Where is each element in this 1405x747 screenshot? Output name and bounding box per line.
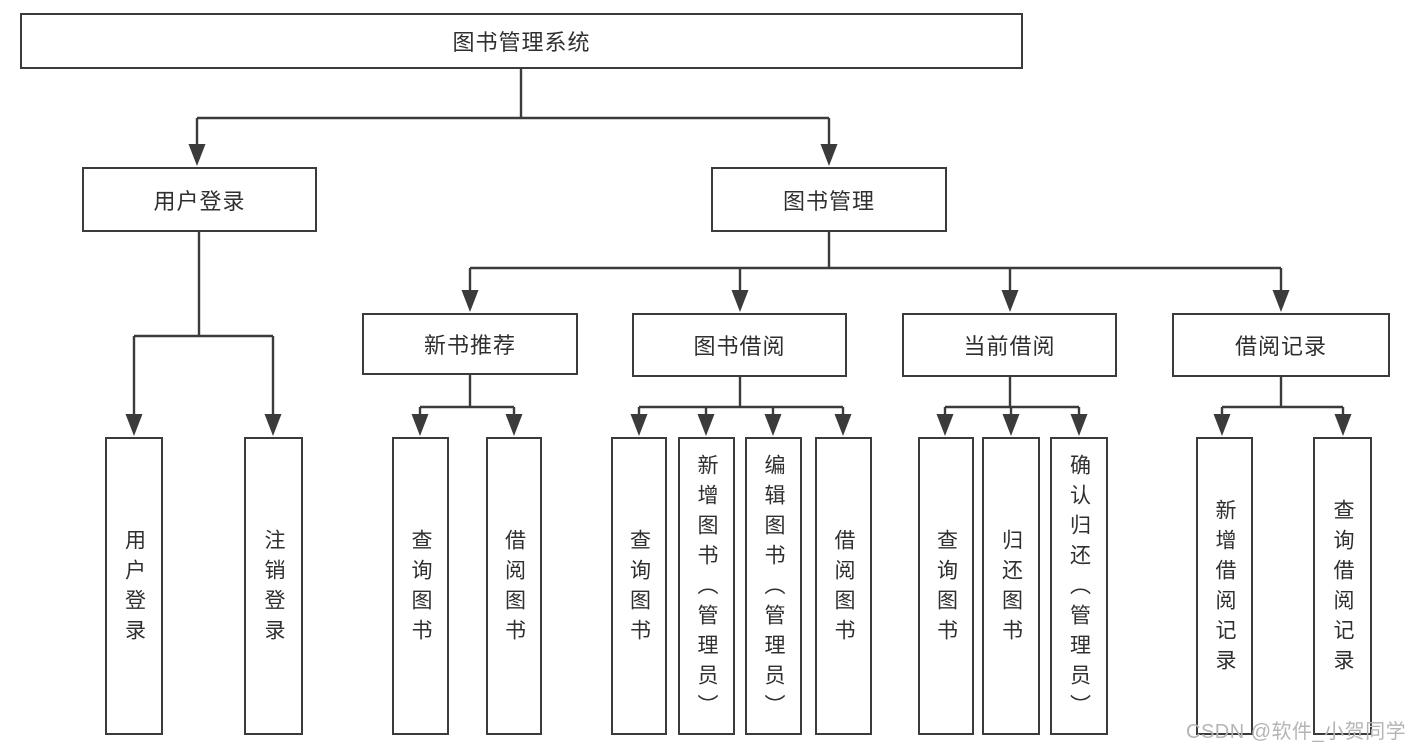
branch-book-management xyxy=(461,232,1290,312)
leaf-newbook-borrow-books: 借阅图书 xyxy=(486,437,542,735)
branch-root xyxy=(188,69,838,166)
leaf-user-login: 用户登录 xyxy=(105,437,163,735)
leaf-logout: 注销登录 xyxy=(244,437,303,735)
node-user-login: 用户登录 xyxy=(82,167,317,232)
leaf-add-borrow-record: 新增借阅记录 xyxy=(1196,437,1253,735)
branch-current-borrow xyxy=(936,377,1088,436)
branch-user-login xyxy=(125,232,282,436)
branch-book-borrow xyxy=(630,377,852,436)
node-borrow-records: 借阅记录 xyxy=(1172,313,1390,377)
leaf-edit-books-admin: 编辑图书（管理员） xyxy=(745,437,802,735)
node-book-management: 图书管理 xyxy=(711,167,947,232)
branch-borrow-records xyxy=(1213,377,1352,436)
leaf-current-query-books: 查询图书 xyxy=(918,437,974,735)
leaf-confirm-return-admin: 确认归还（管理员） xyxy=(1050,437,1108,735)
leaf-add-books-admin: 新增图书（管理员） xyxy=(678,437,735,735)
node-current-borrow: 当前借阅 xyxy=(902,313,1117,377)
leaf-query-borrow-record: 查询借阅记录 xyxy=(1313,437,1372,735)
leaf-newbook-query-books: 查询图书 xyxy=(392,437,449,735)
csdn-watermark: CSDN @软件_小贺同学 xyxy=(1186,721,1405,743)
leaf-borrow-query-books: 查询图书 xyxy=(611,437,667,735)
node-root-library-system: 图书管理系统 xyxy=(20,13,1023,69)
node-new-book-recommend: 新书推荐 xyxy=(362,313,578,375)
node-book-borrow: 图书借阅 xyxy=(632,313,847,377)
leaf-borrow-books: 借阅图书 xyxy=(815,437,872,735)
leaf-return-books: 归还图书 xyxy=(982,437,1040,735)
branch-new-book xyxy=(411,375,523,436)
